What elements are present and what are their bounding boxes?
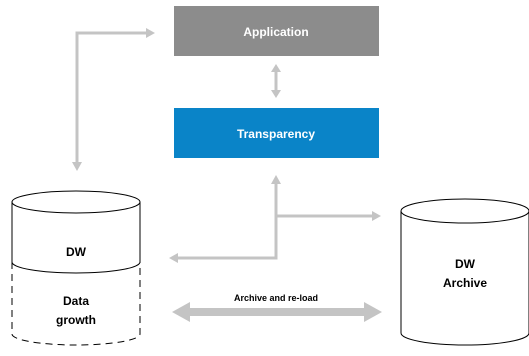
transparency-dw-connector <box>176 182 278 260</box>
dw-arrow-left <box>169 253 178 263</box>
archive-reload-arrow-left <box>172 302 190 322</box>
connectors <box>72 28 381 263</box>
archive-label-line2: Archive <box>443 276 487 290</box>
application-label: Application <box>243 25 308 39</box>
dw-growth-dashed-body <box>11 262 141 346</box>
dw-archive-database: DW Archive <box>400 198 529 346</box>
archive-cylinder-body <box>400 211 529 346</box>
archive-cylinder-top <box>400 198 529 224</box>
archive-reload-connector: Archive and re-load <box>172 293 382 322</box>
archive-reload-shaft <box>186 308 368 316</box>
app-transparency-arrow-up <box>271 64 281 72</box>
dw-cylinder-body <box>11 202 141 274</box>
archive-reload-arrow-right <box>364 302 382 322</box>
dw-application-connector <box>75 31 148 165</box>
archive-reload-label: Archive and re-load <box>234 293 318 303</box>
dw-label: DW <box>66 245 87 259</box>
archive-label-line1: DW <box>455 257 476 271</box>
archive-arrow-right <box>372 211 381 221</box>
app-transparency-arrow-down <box>271 90 281 98</box>
dw-application-arrow-right <box>146 28 155 38</box>
transparency-box <box>174 108 379 158</box>
transparency-label: Transparency <box>237 127 315 141</box>
application-box <box>174 6 379 56</box>
transparency-arrow-up <box>271 175 281 184</box>
data-growth-label-line2: growth <box>56 313 96 327</box>
dw-database: DW Data growth <box>11 190 141 346</box>
data-growth-label-line1: Data <box>63 294 89 308</box>
transparency-node: Transparency <box>174 108 379 158</box>
dw-application-arrow-down <box>72 162 82 171</box>
application-node: Application <box>174 6 379 56</box>
dw-cylinder-top <box>11 190 141 214</box>
